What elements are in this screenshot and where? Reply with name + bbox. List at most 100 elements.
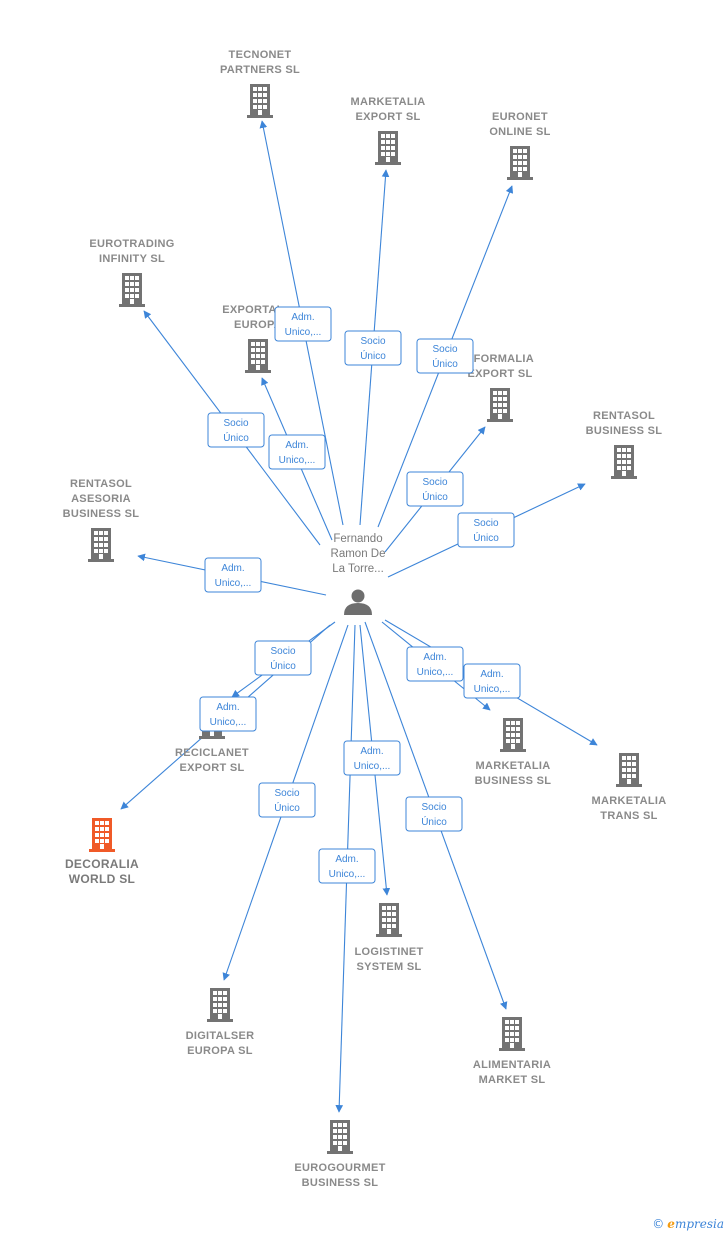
building-icon <box>487 388 513 422</box>
building-icon <box>89 818 115 852</box>
company-label: EUROTRADING <box>89 238 174 250</box>
role-badge-text: Unico,... <box>474 684 511 695</box>
company-node-tecnonet[interactable]: TECNONET PARTNERS SL <box>220 49 300 118</box>
company-node-eurogourmet[interactable]: EUROGOURMET BUSINESS SL <box>294 1120 385 1189</box>
role-badge-text: Único <box>360 349 386 362</box>
role-badge-text: Unico,... <box>417 667 454 678</box>
role-badge-text: Socio <box>360 336 385 347</box>
building-icon <box>616 753 642 787</box>
company-label: BUSINESS SL <box>302 1177 379 1189</box>
company-label: TECNONET <box>229 49 292 61</box>
company-label: RECICLANET <box>175 747 249 759</box>
company-label: SYSTEM SL <box>356 961 421 973</box>
company-label: EUROGOURMET <box>294 1162 385 1174</box>
company-node-euronet[interactable]: EURONET ONLINE SL <box>489 111 550 180</box>
role-badge-text: Unico,... <box>285 327 322 338</box>
building-icon <box>500 718 526 752</box>
role-badge-rentasol-asesoria[interactable]: Adm.Unico,... <box>204 557 262 593</box>
company-node-eurotrading[interactable]: EUROTRADING INFINITY SL <box>89 238 174 307</box>
company-label: WORLD SL <box>69 872 135 886</box>
role-badge-text: Socio <box>432 344 457 355</box>
company-label: ASESORIA <box>71 493 131 505</box>
company-label: BUSINESS SL <box>63 508 140 520</box>
building-icon <box>499 1017 525 1051</box>
role-badge-marketalia-trans[interactable]: Adm.Unico,... <box>463 663 521 699</box>
company-label: DECORALIA <box>65 857 139 871</box>
role-badge-text: Unico,... <box>279 455 316 466</box>
role-badge-text: Único <box>473 531 499 544</box>
building-icon <box>611 445 637 479</box>
role-badge-text: Socio <box>422 477 447 488</box>
role-badge-text: Socio <box>421 802 446 813</box>
company-label: EURONET <box>492 111 548 123</box>
role-badge-text: Socio <box>473 518 498 529</box>
company-node-marketalia-business[interactable]: MARKETALIA BUSINESS SL <box>475 718 552 787</box>
company-label: BUSINESS SL <box>475 775 552 787</box>
role-badge-exportalia[interactable]: Adm. Unico,... <box>268 434 326 470</box>
role-badge-text: Adm. <box>423 652 446 663</box>
role-badge-eurogourmet[interactable]: Adm. Unico,... <box>318 848 376 884</box>
company-label: PARTNERS SL <box>220 64 300 76</box>
company-label: MARKETALIA <box>351 96 426 108</box>
role-badge-text: Único <box>422 490 448 503</box>
role-badge-logistinet[interactable]: Adm.Unico,... <box>343 740 401 776</box>
company-label: INFINITY SL <box>99 253 165 265</box>
role-badge-text: Único <box>274 801 300 814</box>
company-node-rentasol-asesoria[interactable]: RENTASOL ASESORIA BUSINESS SL <box>63 478 140 562</box>
company-node-logistinet[interactable]: LOGISTINET SYSTEM SL <box>355 903 424 973</box>
company-label: MARKETALIA <box>592 795 667 807</box>
company-label: ONLINE SL <box>489 126 550 138</box>
building-icon <box>207 988 233 1022</box>
role-badge-decoralia[interactable]: Adm.Unico,... <box>199 696 257 732</box>
role-badge-text: Adm. <box>285 440 308 451</box>
role-badge-text: Unico,... <box>215 578 252 589</box>
company-label: EXPORT SL <box>355 111 420 123</box>
role-badge-text: Unico,... <box>329 869 366 880</box>
role-badge-text: Adm. <box>335 854 358 865</box>
brand-initial: e <box>667 1217 675 1231</box>
role-badge-text: Socio <box>274 788 299 799</box>
empresia-watermark: ©empresia <box>652 1217 724 1231</box>
building-icon <box>247 84 273 118</box>
copyright-icon: © <box>652 1217 665 1231</box>
building-icon <box>88 528 114 562</box>
role-badge-marketalia-business[interactable]: Adm. Unico,... <box>406 646 464 682</box>
building-icon <box>327 1120 353 1154</box>
company-label: MARKETALIA <box>476 760 551 772</box>
company-label: RENTASOL <box>70 478 132 490</box>
role-badge-tecnonet[interactable]: Adm. Unico,... <box>274 306 332 342</box>
person-name: La Torre... <box>332 563 384 575</box>
person-icon <box>344 589 372 615</box>
role-badge-text: Socio <box>223 418 248 429</box>
company-label: LOGISTINET <box>355 946 424 958</box>
building-icon <box>376 903 402 937</box>
role-badge-text: Único <box>421 815 447 828</box>
building-icon <box>375 131 401 165</box>
company-label: EUROPA <box>234 319 282 331</box>
company-node-marketalia-export[interactable]: MARKETALIA EXPORT SL <box>351 96 426 165</box>
company-node-marketalia-trans[interactable]: MARKETALIA TRANS SL <box>592 753 667 822</box>
role-badge-text: Unico,... <box>354 761 391 772</box>
company-label: MARKET SL <box>479 1074 546 1086</box>
role-badge-text: Único <box>432 357 458 370</box>
company-label: RENTASOL <box>593 410 655 422</box>
person-name: Ramon De <box>331 548 386 560</box>
company-label: EXPORT SL <box>467 368 532 380</box>
role-badge-text: Adm. <box>291 312 314 323</box>
company-label: TRANS SL <box>600 810 657 822</box>
